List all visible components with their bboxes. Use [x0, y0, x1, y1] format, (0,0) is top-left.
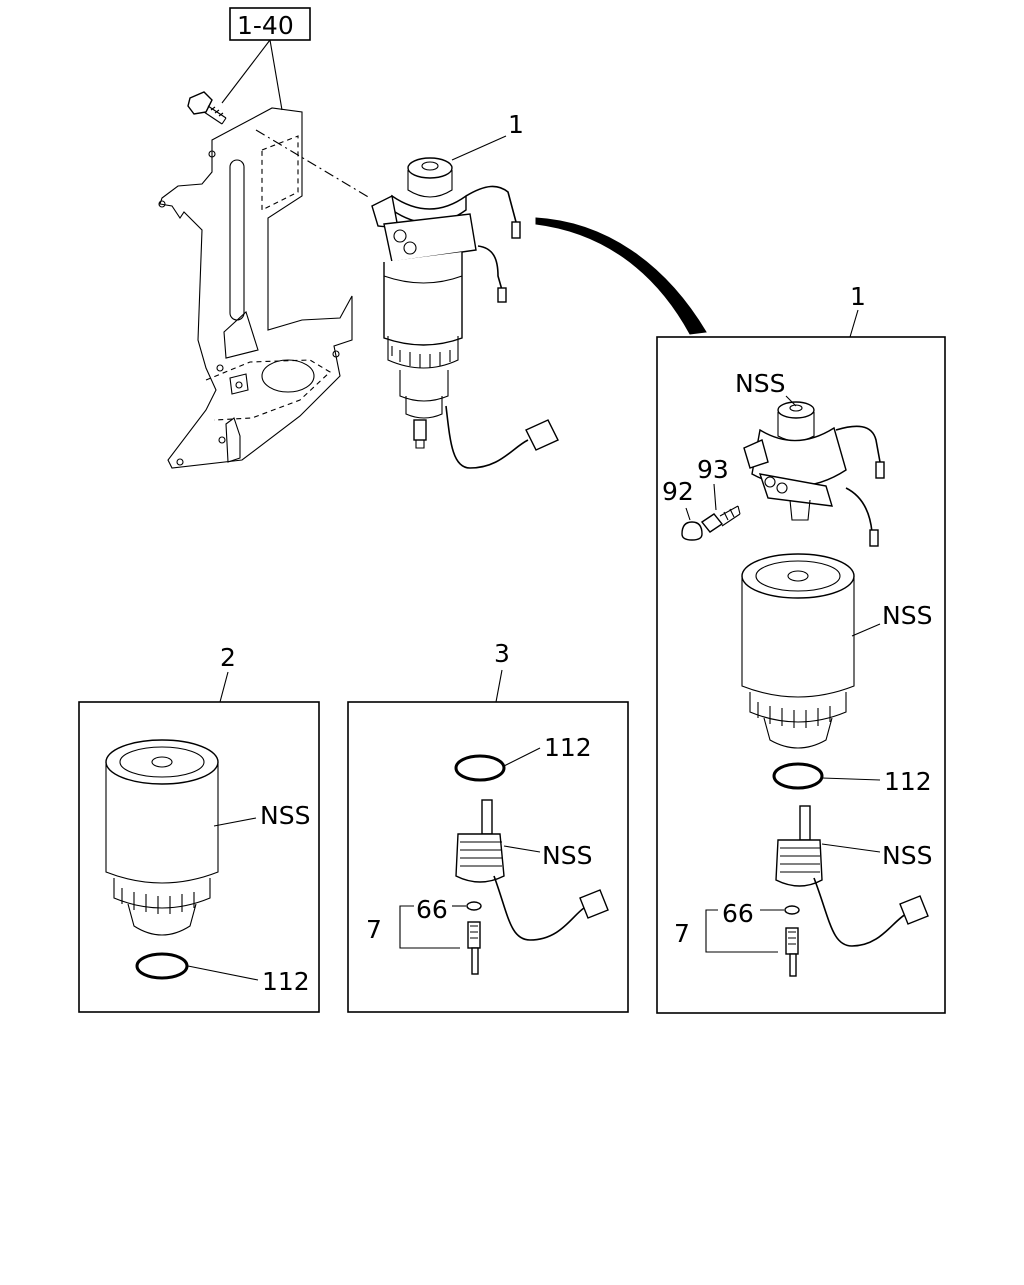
detail-box-1-label: 1	[850, 282, 866, 311]
washer-66-middle[interactable]	[466, 901, 482, 911]
label-93: 93	[697, 455, 729, 484]
label-7-middle: 7	[366, 915, 382, 944]
drain-plug-7-middle[interactable]	[467, 921, 481, 975]
part-92-cap[interactable]	[681, 521, 703, 541]
label-112-right: 112	[884, 767, 932, 796]
label-112-middle: 112	[544, 733, 592, 762]
nss-label-cartridge: NSS	[882, 601, 932, 630]
o-ring-112-left[interactable]	[135, 952, 189, 980]
label-92: 92	[662, 477, 694, 506]
label-112-left: 112	[262, 967, 310, 996]
detail-box-3: 3 112 NSS 66 7	[347, 639, 629, 1013]
detail-box-1: 1 NSS 92 93	[656, 282, 946, 1014]
nss-label-head: NSS	[735, 369, 785, 398]
part-93-bleeder-screw[interactable]	[700, 505, 741, 533]
detail-box-2-label: 2	[220, 643, 236, 672]
nss-label-sensor-middle: NSS	[542, 841, 592, 870]
o-ring-112-middle[interactable]	[454, 754, 506, 782]
filter-cartridge-right[interactable]	[741, 553, 855, 749]
water-sensor-middle[interactable]	[455, 799, 609, 941]
label-7-right: 7	[674, 919, 690, 948]
ref-callout-1-40[interactable]: 1-40	[221, 7, 311, 111]
callout-1-top: 1	[508, 110, 524, 139]
ref-label: 1-40	[237, 11, 294, 40]
mounting-bracket	[158, 107, 353, 469]
bolt-icon	[187, 91, 227, 125]
water-sensor-right[interactable]	[775, 805, 929, 947]
label-66-middle: 66	[416, 895, 448, 924]
nss-label-sensor-right: NSS	[882, 841, 932, 870]
arrow-icon	[535, 217, 707, 335]
detail-box-2: 2 NSS 112	[78, 643, 320, 1013]
washer-66-right[interactable]	[784, 905, 800, 915]
o-ring-112-right[interactable]	[772, 762, 824, 790]
nss-label-cartridge-left: NSS	[260, 801, 310, 830]
filter-cartridge-left[interactable]	[105, 739, 219, 936]
detail-box-3-label: 3	[494, 639, 510, 668]
fuel-filter-assembly[interactable]	[371, 157, 559, 469]
filter-head[interactable]	[743, 401, 885, 547]
drain-plug-7-right[interactable]	[785, 927, 799, 977]
label-66-right: 66	[722, 899, 754, 928]
